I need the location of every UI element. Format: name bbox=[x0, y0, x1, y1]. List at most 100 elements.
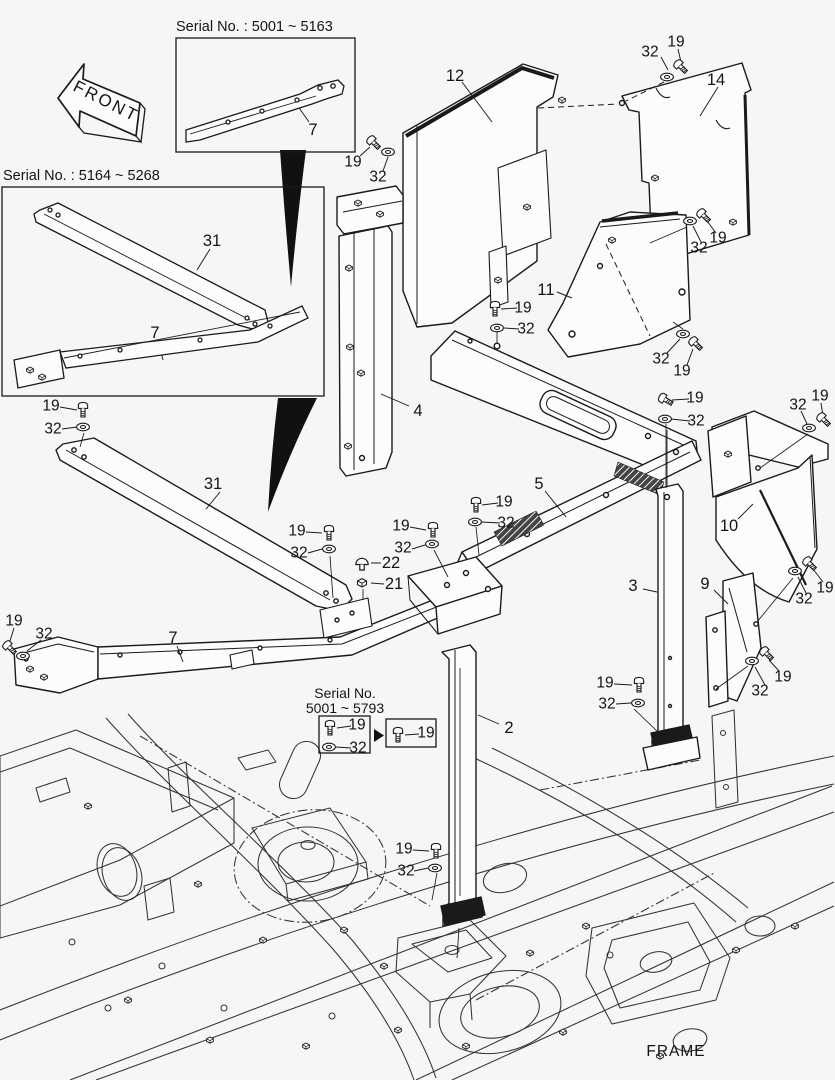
part-callout-12: 12 bbox=[446, 67, 464, 85]
fastener-callout-19: 19 bbox=[42, 398, 59, 415]
washer-icon bbox=[76, 422, 90, 432]
part-callout-31: 31 bbox=[204, 475, 222, 493]
bolt-icon bbox=[470, 496, 482, 513]
fastener-callout-32: 32 bbox=[598, 696, 615, 713]
plug-icon bbox=[355, 557, 369, 571]
fastener-callout-19: 19 bbox=[816, 580, 833, 597]
washer-icon bbox=[425, 539, 439, 549]
fastener-callout-32: 32 bbox=[690, 240, 707, 257]
fastener-callout-19: 19 bbox=[495, 494, 512, 511]
washer-icon bbox=[660, 72, 674, 82]
fastener-callout-19: 19 bbox=[811, 388, 828, 405]
bolt-icon bbox=[323, 524, 335, 541]
part-callout-21: 21 bbox=[385, 575, 403, 593]
fastener-callout-19: 19 bbox=[288, 523, 305, 540]
serial-title-left: Serial No. : 5164 ~ 5268 bbox=[3, 168, 160, 184]
front-direction-arrow: FRONT bbox=[57, 63, 146, 144]
serial-title-change-line2: 5001 ~ 5793 bbox=[306, 700, 384, 716]
part-10-side-bracket bbox=[707, 410, 829, 603]
serial-box-left-part-art bbox=[13, 202, 309, 389]
main-assembly-art bbox=[13, 62, 829, 927]
fastener-callout-32: 32 bbox=[290, 545, 307, 562]
fastener-callout-32: 32 bbox=[795, 591, 812, 608]
washer-icon bbox=[322, 742, 336, 752]
washer-icon bbox=[745, 656, 759, 666]
bolt-icon bbox=[656, 391, 675, 409]
fastener-callout-19: 19 bbox=[667, 34, 684, 51]
washer-icon bbox=[16, 651, 30, 661]
frame-nut-glyphs bbox=[84, 802, 799, 1060]
fastener-callout-19: 19 bbox=[344, 154, 361, 171]
bolt-icon bbox=[392, 726, 404, 743]
part-callout-31: 31 bbox=[203, 232, 221, 250]
part-callout-11: 11 bbox=[537, 281, 554, 299]
fastener-callout-32: 32 bbox=[687, 413, 704, 430]
part-callout-7: 7 bbox=[150, 324, 159, 342]
part-2-front-leg bbox=[440, 644, 486, 927]
leg-mount-bracket bbox=[319, 556, 503, 639]
fastener-callout-19: 19 bbox=[5, 613, 22, 630]
zoom-pointer-wedges bbox=[268, 150, 317, 512]
frame-caption: FRAME bbox=[646, 1043, 705, 1060]
washer-icon bbox=[631, 698, 645, 708]
fastener-callout-19: 19 bbox=[395, 841, 412, 858]
fastener-callout-32: 32 bbox=[369, 169, 386, 186]
fastener-callout-19: 19 bbox=[417, 725, 434, 742]
fastener-callout-19: 19 bbox=[709, 230, 726, 247]
fastener-callout-32: 32 bbox=[397, 863, 414, 880]
fastener-callout-19: 19 bbox=[596, 675, 613, 692]
serial-title-change-line1: Serial No. bbox=[314, 685, 375, 701]
serial-range-box-top bbox=[175, 37, 356, 153]
part-9-small-bracket bbox=[705, 572, 762, 708]
washer-icon bbox=[802, 423, 816, 433]
part-4-vertical-channel bbox=[336, 185, 404, 477]
part-callout-2: 2 bbox=[504, 719, 513, 737]
fastener-callout-32: 32 bbox=[751, 683, 768, 700]
fastener-callout-32: 32 bbox=[517, 321, 534, 338]
part-callout-7: 7 bbox=[168, 629, 177, 647]
part-11-bent-plate bbox=[547, 211, 691, 358]
hidden-dash-lines bbox=[537, 81, 665, 337]
change-arrow-icon bbox=[374, 729, 384, 742]
serial-range-box-change bbox=[318, 715, 437, 754]
fastener-callout-19: 19 bbox=[673, 363, 690, 380]
part-callout-9: 9 bbox=[700, 575, 709, 593]
fastener-callout-19: 19 bbox=[392, 518, 409, 535]
bolt-icon bbox=[814, 410, 833, 429]
part-31-strip bbox=[55, 437, 353, 612]
bolt-icon bbox=[430, 842, 442, 859]
fastener-callout-32: 32 bbox=[652, 351, 669, 368]
bolt-icon bbox=[671, 57, 690, 76]
fastener-callout-32: 32 bbox=[641, 44, 658, 61]
serial-range-box-left bbox=[1, 186, 325, 397]
part-12-side-panel bbox=[402, 63, 559, 328]
part-7-support-bar bbox=[13, 589, 471, 694]
frame-chassis-art bbox=[0, 709, 835, 1080]
fastener-callout-32: 32 bbox=[44, 421, 61, 438]
bolt-icon bbox=[77, 401, 89, 418]
part-callout-5: 5 bbox=[534, 475, 543, 493]
bolt-icon bbox=[324, 719, 336, 736]
fastener-callout-32: 32 bbox=[349, 740, 366, 757]
washer-icon bbox=[381, 147, 395, 157]
fastener-callout-19: 19 bbox=[686, 390, 703, 407]
fastener-callout-19: 19 bbox=[774, 669, 791, 686]
serial-box-top-part-art bbox=[185, 79, 345, 143]
bolt-icon bbox=[686, 334, 705, 353]
serial-title-top: Serial No. : 5001 ~ 5163 bbox=[176, 19, 333, 35]
part-callout-4: 4 bbox=[413, 402, 422, 420]
fastener-callout-32: 32 bbox=[394, 540, 411, 557]
washer-icon bbox=[658, 414, 672, 424]
bolt-icon bbox=[633, 676, 645, 693]
fastener-callout-19: 19 bbox=[348, 717, 365, 734]
washer-icon bbox=[683, 216, 697, 226]
fastener-callout-19: 19 bbox=[514, 300, 531, 317]
assembly-axis-lines bbox=[79, 226, 809, 959]
bolt-icon bbox=[489, 300, 501, 317]
fastener-callout-32: 32 bbox=[35, 626, 52, 643]
part-3-rear-leg bbox=[642, 483, 701, 771]
fastener-callout-32: 32 bbox=[497, 515, 514, 532]
part-callout-3: 3 bbox=[628, 577, 637, 595]
